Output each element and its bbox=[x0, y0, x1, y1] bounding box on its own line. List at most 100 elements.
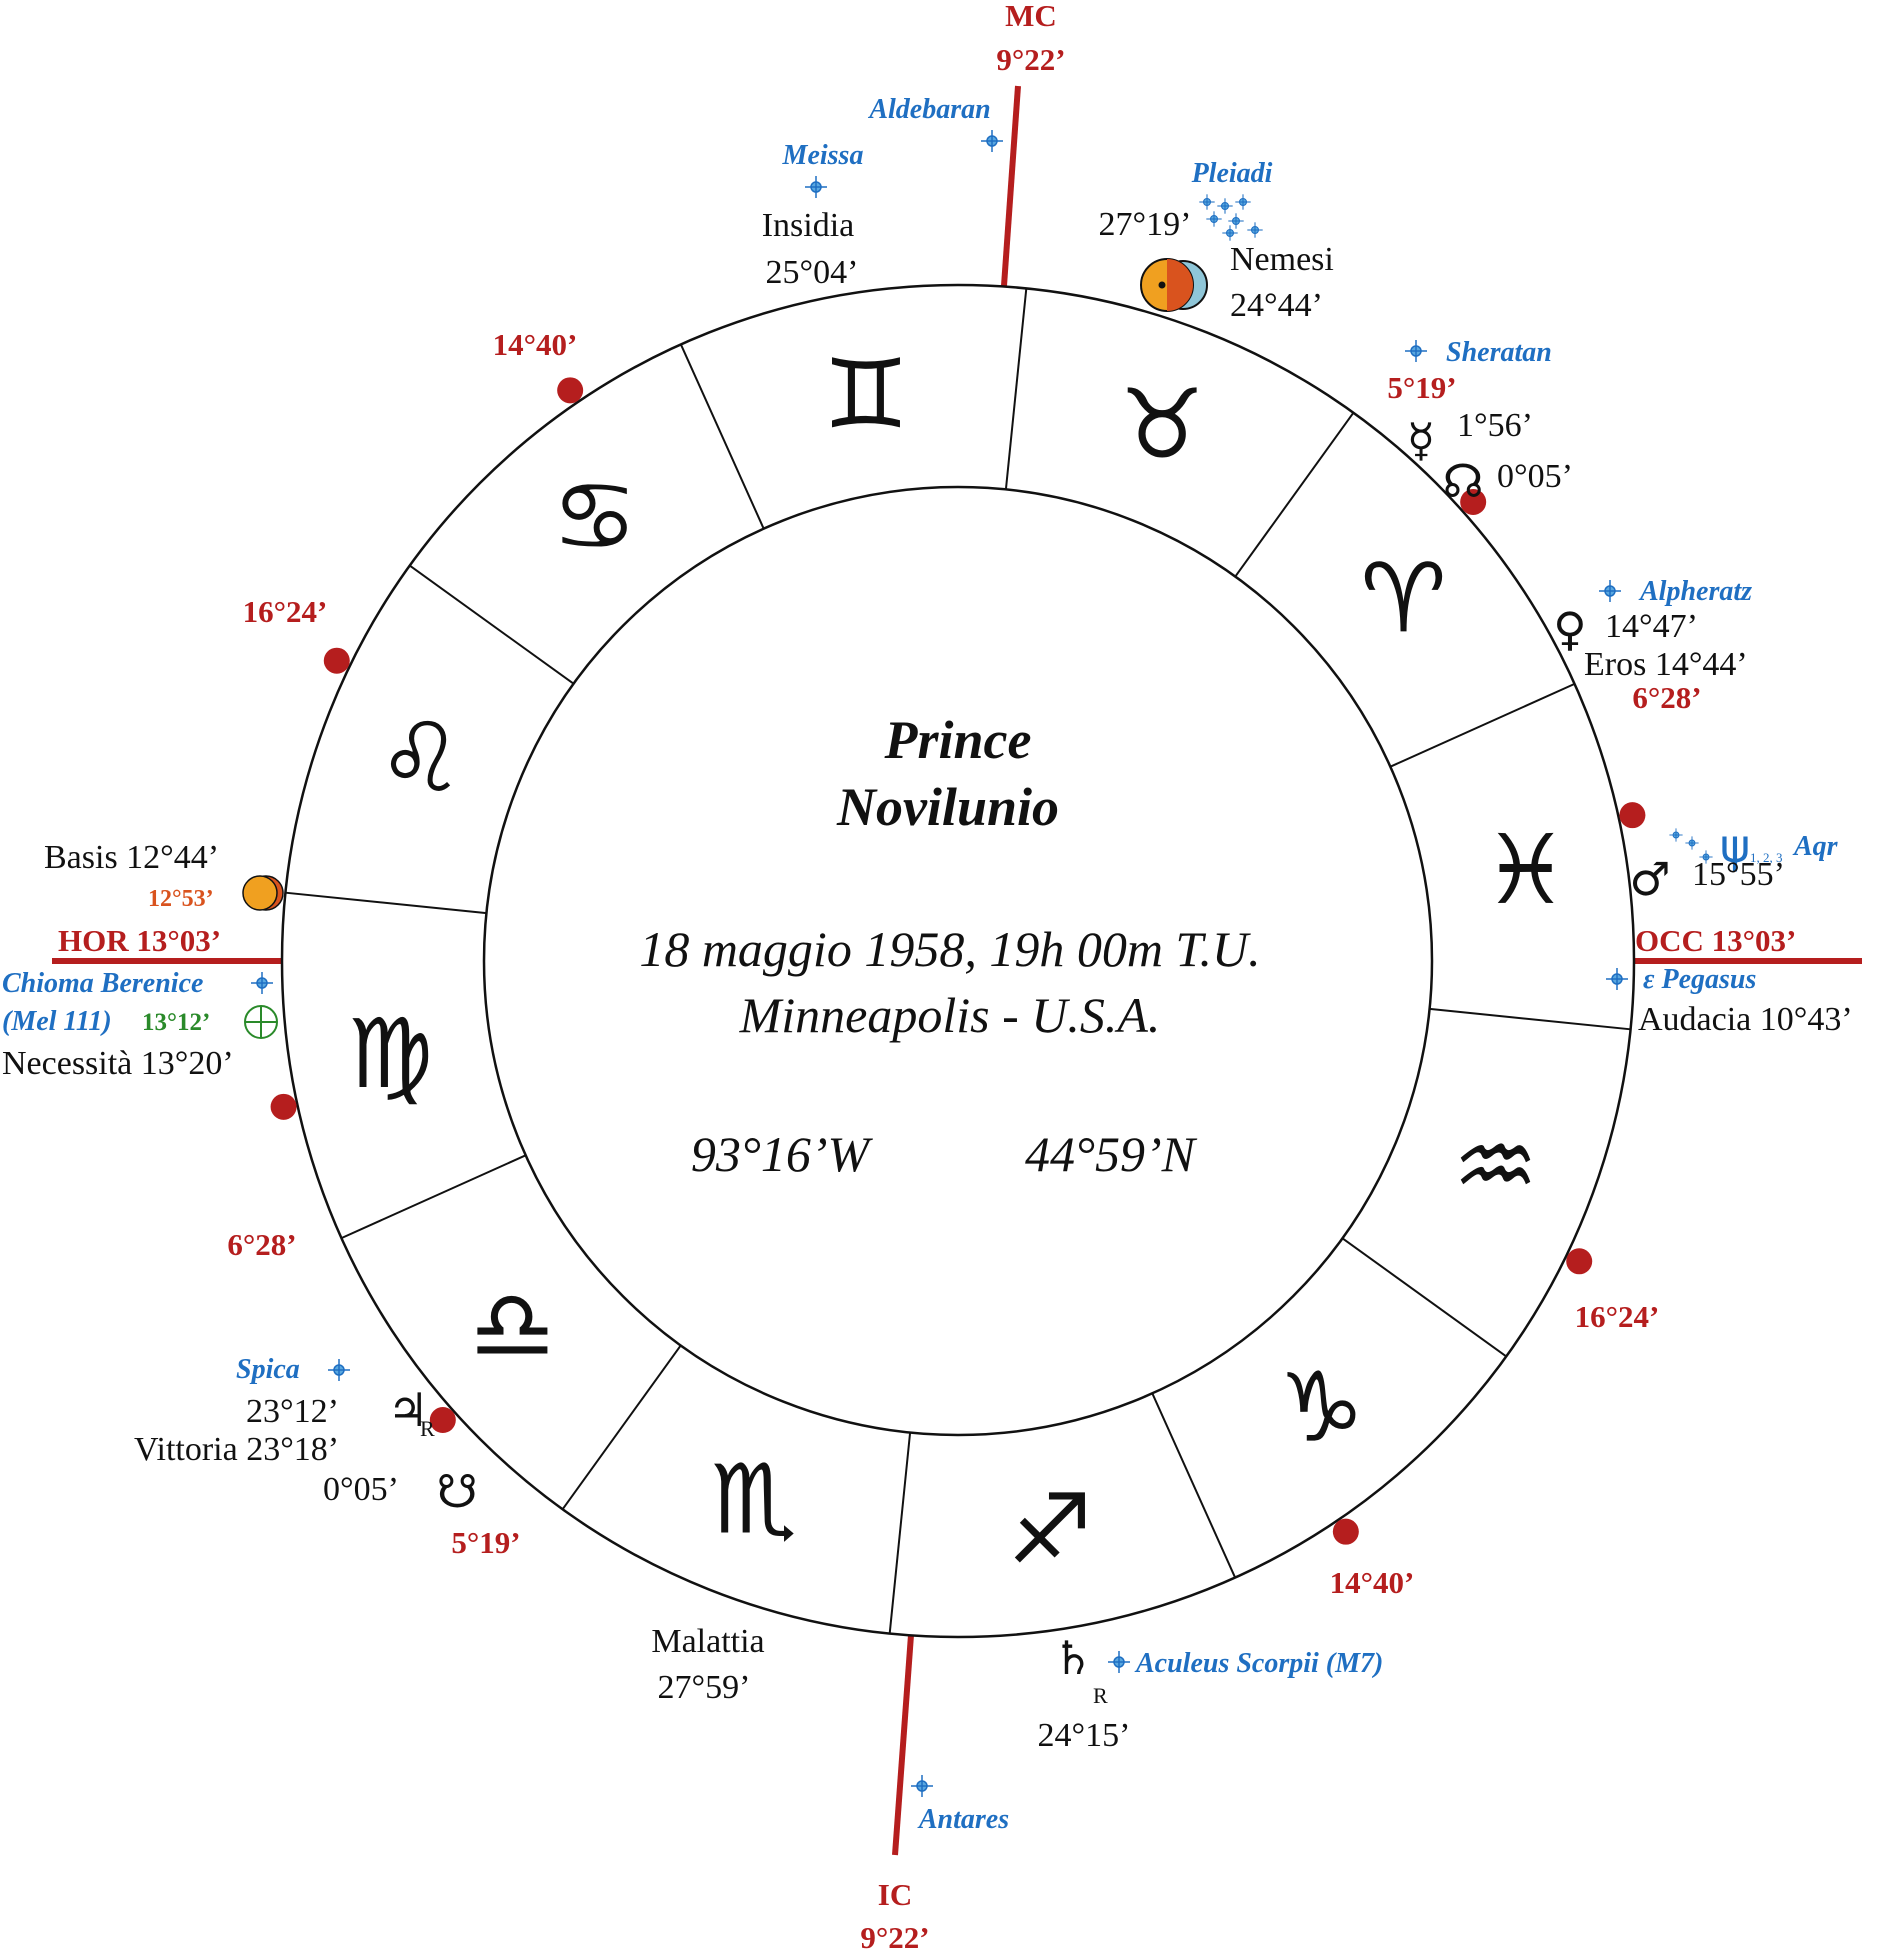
sign-divider bbox=[888, 1432, 912, 1634]
sign-capricorn-icon: ♑ bbox=[1278, 1352, 1364, 1464]
sign-dividers bbox=[285, 288, 1631, 1634]
saturn-degree: 24°15’ bbox=[1038, 1717, 1131, 1754]
basis-position: Basis 12°44’ bbox=[44, 839, 219, 876]
jupiter-degree: 23°12’ bbox=[246, 1393, 339, 1430]
sign-divider bbox=[679, 343, 765, 530]
mercury-icon: ☿ bbox=[1407, 413, 1435, 467]
sign-divider bbox=[409, 564, 575, 685]
sign-divider bbox=[1234, 412, 1355, 578]
sign-aries-icon: ♈ bbox=[1361, 543, 1447, 655]
sign-sagittarius-icon: ♐ bbox=[1007, 1474, 1093, 1586]
star-spica-icon bbox=[327, 1358, 351, 1382]
sign-divider bbox=[285, 891, 487, 915]
north-node-degree: 0°05’ bbox=[1497, 458, 1573, 495]
sign-gemini-icon: ♊ bbox=[823, 338, 909, 450]
saturn-icon: ♄ bbox=[1052, 1631, 1093, 1685]
cusp-marker bbox=[557, 377, 584, 404]
inner-ring bbox=[482, 485, 1434, 1437]
sign-pisces-icon: ♓ bbox=[1483, 814, 1569, 926]
cusp-degree-label: 14°40’ bbox=[1330, 1565, 1415, 1600]
necessita-position: Necessità 13°20’ bbox=[2, 1045, 234, 1082]
mc-label: MC bbox=[1005, 0, 1057, 33]
cusp-marker bbox=[1332, 1518, 1359, 1545]
venus-icon: ♀ bbox=[1553, 602, 1587, 656]
cusp-degree-label: 16°24’ bbox=[243, 594, 328, 629]
star-mel111-label: (Mel 111) bbox=[2, 1006, 112, 1037]
sign-scorpio-icon: ♏ bbox=[711, 1444, 797, 1556]
zodiac-signs: ♊♉♈♓♒♑♐♏♎♍♌♋ bbox=[347, 338, 1568, 1585]
south-node-degree: 0°05’ bbox=[323, 1471, 399, 1508]
sign-divider bbox=[561, 1344, 682, 1510]
malattia-degree: 27°59’ bbox=[658, 1669, 751, 1706]
star-meissa-label: Meissa bbox=[782, 140, 864, 171]
star-pleiadi-label: Pleiadi bbox=[1191, 158, 1273, 189]
sign-divider bbox=[1429, 1007, 1631, 1031]
north-node-icon: ☊ bbox=[1443, 454, 1484, 508]
ic-axis-line bbox=[892, 1634, 914, 1856]
asc-label: HOR 13°03’ bbox=[58, 923, 221, 958]
chart-longitude: 93°16’W bbox=[691, 1126, 874, 1182]
pleiadi-cluster-icon bbox=[1198, 193, 1264, 242]
saturn-retrograde: R bbox=[1093, 1683, 1108, 1708]
vittoria-position: Vittoria 23°18’ bbox=[134, 1431, 339, 1468]
star-alpheratz-icon bbox=[1598, 579, 1622, 603]
sign-divider bbox=[1151, 1392, 1237, 1579]
sign-divider bbox=[1389, 682, 1576, 768]
neptune-subscript: 1, 2, 3 bbox=[1750, 850, 1783, 865]
sign-divider bbox=[1341, 1237, 1507, 1358]
sign-libra-icon: ♎ bbox=[469, 1269, 555, 1381]
star-sheratan-icon bbox=[1404, 339, 1428, 363]
cusp-marker bbox=[323, 647, 350, 674]
cusp-marker bbox=[1566, 1248, 1593, 1275]
star-sheratan-label: Sheratan bbox=[1446, 337, 1552, 368]
ic-degree: 9°22’ bbox=[860, 1920, 929, 1954]
sign-aquarius-icon: ♒ bbox=[1452, 1110, 1538, 1222]
malattia-name: Malattia bbox=[651, 1623, 764, 1660]
sign-cancer-icon: ♋ bbox=[552, 460, 638, 572]
star-spica-label: Spica bbox=[236, 1354, 300, 1385]
cusp-marker bbox=[1460, 488, 1487, 515]
star-chioma-icon bbox=[250, 971, 274, 995]
sun-moon-conjunction-icon bbox=[242, 875, 284, 911]
mercury-degree: 1°56’ bbox=[1457, 407, 1533, 444]
sign-divider bbox=[340, 1154, 527, 1240]
fortune-degree: 13°12’ bbox=[142, 1009, 210, 1036]
star-aculeus-icon bbox=[1107, 1650, 1131, 1674]
house-cusps: 14°40’16°24’6°28’5°19’14°40’16°24’6°28’5… bbox=[227, 327, 1701, 1600]
mc-axis-line bbox=[1000, 85, 1021, 301]
star-meissa-icon bbox=[804, 175, 828, 199]
star-antares-icon bbox=[910, 1774, 934, 1798]
venus-degree: 14°47’ bbox=[1605, 608, 1698, 645]
sign-virgo-icon: ♍ bbox=[347, 998, 433, 1110]
cusp-degree-label: 6°28’ bbox=[227, 1227, 296, 1262]
desc-label: OCC 13°03’ bbox=[1635, 923, 1796, 958]
nemesi-name: Nemesi bbox=[1230, 241, 1334, 278]
sun-icon bbox=[1140, 258, 1194, 312]
pleiadi-degree: 27°19’ bbox=[1099, 206, 1192, 243]
south-node-icon: ☊ bbox=[437, 1463, 478, 1517]
chart-datetime: 18 maggio 1958, 19h 00m T.U. bbox=[639, 921, 1260, 977]
star-aldebaran-label: Aldebaran bbox=[867, 94, 990, 125]
audacia-position: Audacia 10°43’ bbox=[1638, 1001, 1853, 1038]
star-aculeus-label: Aculeus Scorpii (M7) bbox=[1134, 1648, 1383, 1679]
cusp-degree-label: 5°19’ bbox=[451, 1525, 520, 1560]
chart-location: Minneapolis - U.S.A. bbox=[739, 987, 1161, 1043]
star-aldebaran-icon bbox=[980, 129, 1004, 153]
chart-latitude: 44°59’N bbox=[1025, 1126, 1198, 1182]
chart-title-event: Novilunio bbox=[836, 777, 1059, 837]
cusp-degree-label: 6°28’ bbox=[1632, 680, 1701, 715]
cusp-marker bbox=[270, 1093, 297, 1120]
star-aqr-label: Aqr bbox=[1792, 831, 1839, 862]
sign-divider bbox=[1004, 288, 1028, 490]
cusp-marker bbox=[429, 1407, 456, 1434]
star-alpheratz-label: Alpheratz bbox=[1638, 576, 1752, 607]
mars-icon: ♂ bbox=[1629, 852, 1670, 906]
eros-position: Eros 14°44’ bbox=[1584, 646, 1748, 683]
mars-degree: 15°55’ bbox=[1692, 856, 1785, 893]
insidia-degree: 25°04’ bbox=[766, 254, 859, 291]
cusp-degree-label: 5°19’ bbox=[1387, 370, 1456, 405]
cusp-degree-label: 14°40’ bbox=[493, 327, 578, 362]
jupiter-retrograde: R bbox=[420, 1416, 435, 1441]
star-pegasus-label: ε Pegasus bbox=[1643, 964, 1756, 995]
